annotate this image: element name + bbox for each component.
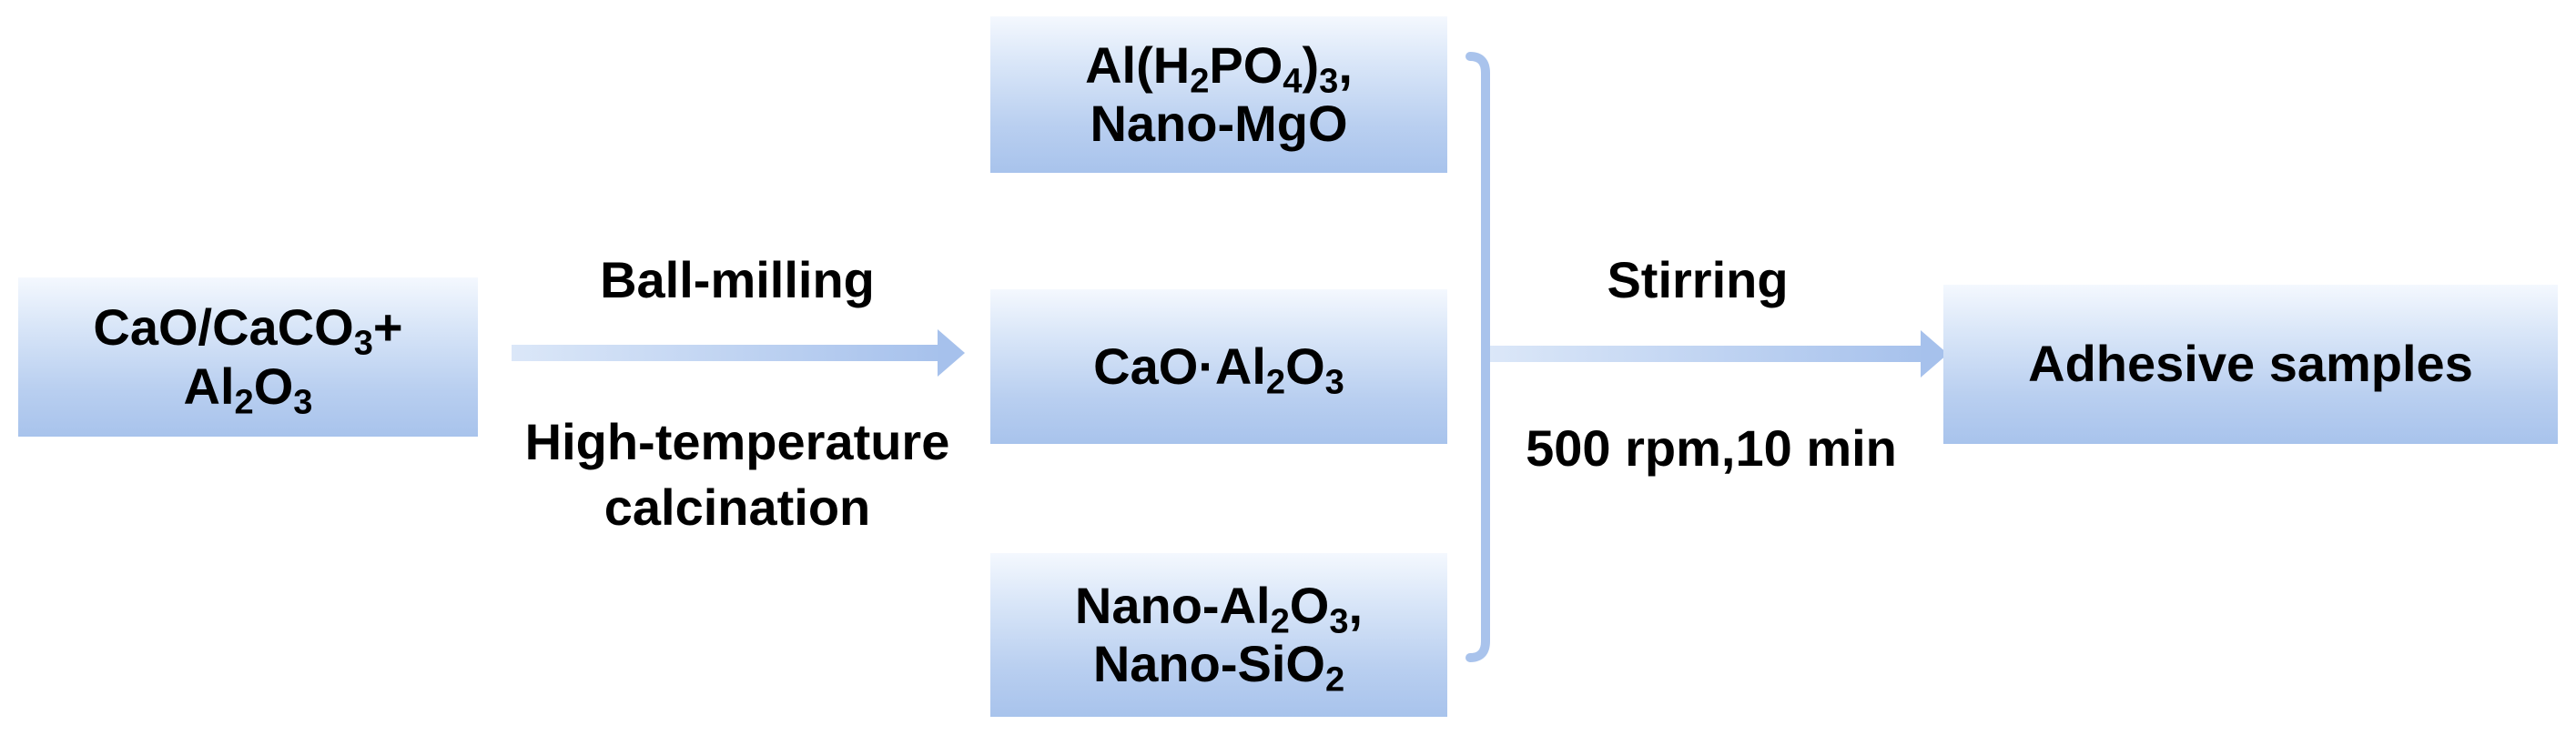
merge-bracket [1465,52,1490,662]
raw-materials-line1: CaO/CaCO3+ [93,298,403,363]
stirring-conditions-label: 500 rpm,10 min [1526,419,1897,477]
step2-label-above: Stirring [1502,247,1893,313]
product-line1: Adhesive samples [2028,335,2473,393]
product-box: Adhesive samples [1943,285,2558,444]
step1-label-above: Ball-milling [492,247,983,313]
stirring-label: Stirring [1607,251,1789,308]
additive-bottom-line2: Nano-SiO2 [1092,635,1345,700]
step2-label-below: 500 rpm,10 min [1484,416,1939,481]
calcination-line2: calcination [603,478,871,536]
arrow-ball-milling [512,329,965,377]
ball-milling-label: Ball-milling [600,251,875,308]
additive-top-line1: Al(H2PO4)3, [1085,35,1353,101]
additive-bottom-line1: Nano-Al2O3, [1074,576,1364,641]
additive-top-line2: Nano-MgO [1090,95,1348,152]
step1-label-below: High-temperature calcination [469,409,1006,539]
calcination-line1: High-temperature [524,413,950,470]
raw-materials-line2: Al2O3 [183,357,313,422]
intermediate-line1: CaO·Al2O3 [1093,337,1344,402]
additive-bottom-box: Nano-Al2O3, Nano-SiO2 [990,553,1447,717]
arrow-stirring [1490,330,1948,378]
intermediate-box: CaO·Al2O3 [990,289,1447,444]
raw-materials-box: CaO/CaCO3+ Al2O3 [18,277,478,437]
additive-top-box: Al(H2PO4)3, Nano-MgO [990,16,1447,173]
